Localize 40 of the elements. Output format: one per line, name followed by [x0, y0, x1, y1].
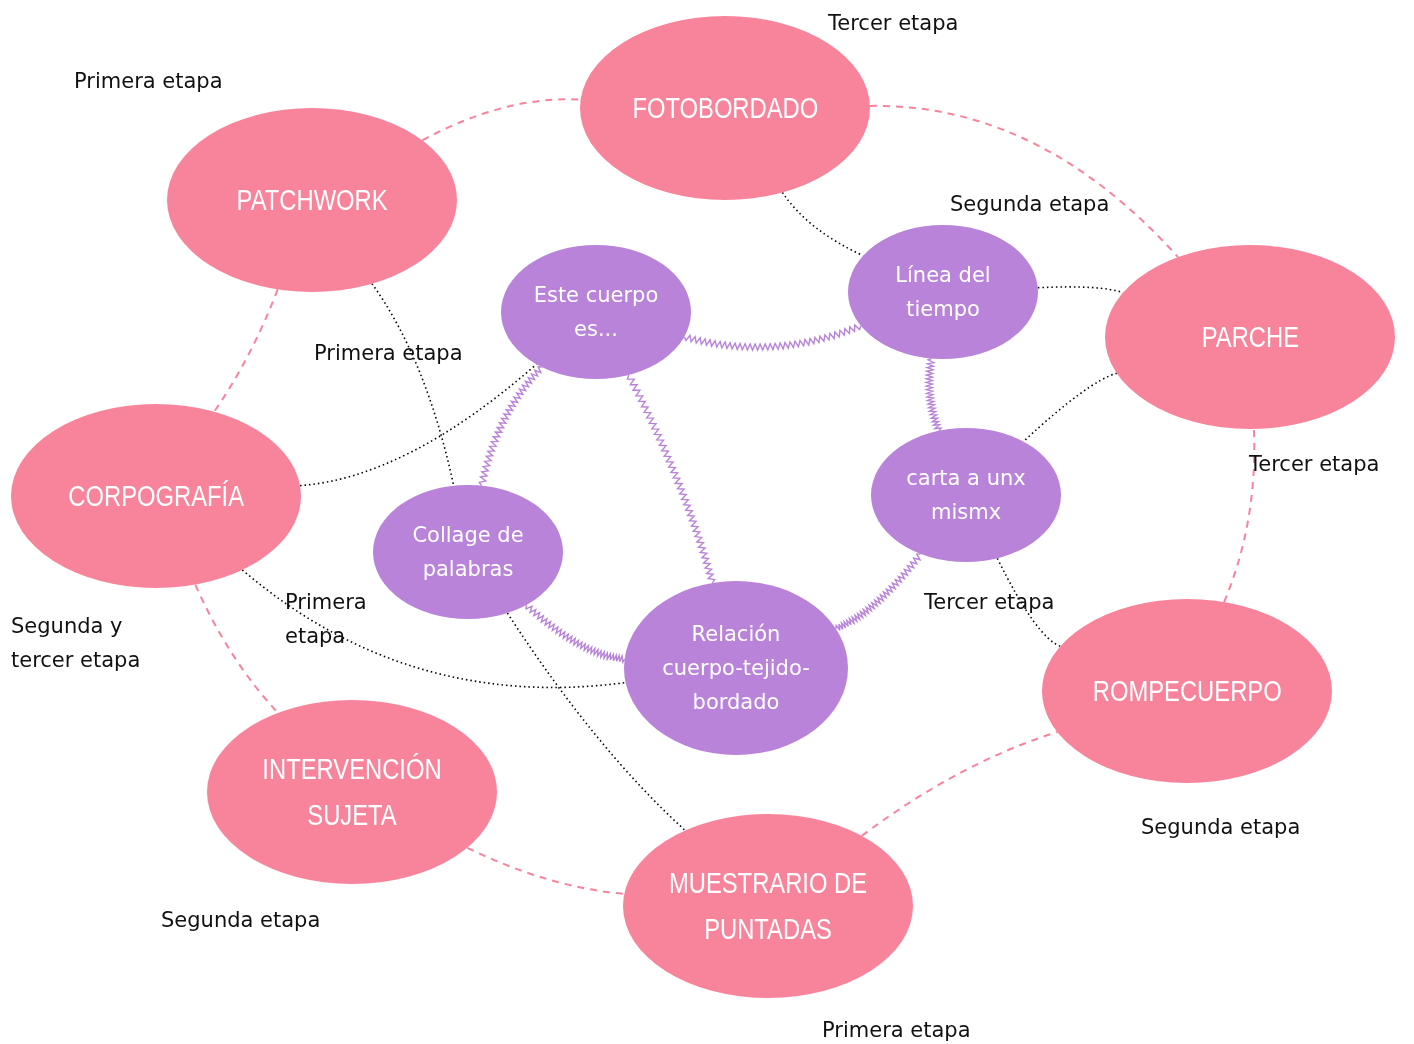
node-label: CORPOGRAFÍA [68, 479, 244, 514]
stage-label: Primera etapa [314, 340, 463, 367]
zigzag-connector [626, 374, 716, 584]
node-label: Relación cuerpo-tejido-bordado [661, 621, 811, 716]
dashed-connector [860, 731, 1059, 837]
stage-label: Segunda etapa [950, 191, 1110, 218]
node-label: MUESTRARIO DE PUNTADAS [667, 866, 869, 947]
dashed-connector [194, 583, 279, 714]
dotted-connector [241, 569, 627, 689]
node-label: FOTOBORDADO [632, 91, 818, 126]
zigzag-connector [683, 323, 862, 352]
dashed-connector [1223, 428, 1256, 604]
stage-label: Primera etapa [74, 68, 223, 95]
node-label: INTERVENCIÓN SUJETA [261, 752, 443, 833]
node-label: Collage de palabras [411, 522, 525, 583]
dotted-connector [996, 557, 1062, 647]
zigzag-connector [835, 553, 922, 632]
dotted-connector [506, 612, 686, 832]
stage-label: Segunda etapa [161, 907, 321, 934]
stage-label: Segunda y tercer etapa [11, 613, 142, 674]
node-label: Línea del tiempo [894, 262, 992, 323]
dashed-connector [466, 846, 626, 895]
dashed-connector [213, 288, 279, 413]
stage-label: Tercer etapa [1249, 451, 1380, 478]
dashed-connector [869, 104, 1179, 259]
zigzag-connector [478, 365, 543, 487]
stage-label: Primera etapa [822, 1017, 971, 1044]
node-label: carta a unx mismx [905, 465, 1027, 526]
zigzag-connector [525, 604, 626, 665]
dotted-connector [1022, 372, 1118, 443]
stage-label: Tercer etapa [924, 589, 1055, 616]
node-label: ROMPECUERPO [1092, 674, 1282, 709]
node-label: PARCHE [1201, 320, 1299, 355]
zigzag-connector [923, 357, 943, 432]
stage-label: Segunda etapa [1141, 814, 1301, 841]
node-label: PATCHWORK [236, 183, 388, 218]
node-label: Este cuerpo es... [532, 282, 660, 343]
stage-label: Tercer etapa [828, 10, 959, 37]
stage-label: Primera etapa [285, 589, 368, 650]
dotted-connector [371, 282, 455, 487]
